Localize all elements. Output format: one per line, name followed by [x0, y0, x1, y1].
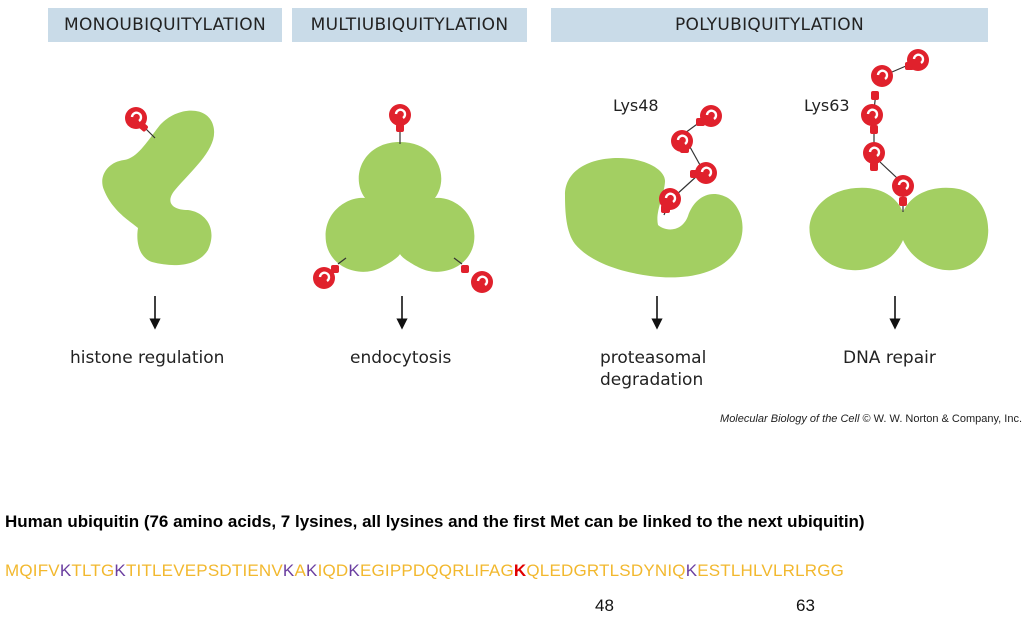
ubiquitylation-diagram: [102, 47, 989, 330]
seq-segment: A: [294, 561, 307, 580]
caption-proteasomal: proteasomal degradation: [600, 347, 706, 391]
ubiquitin-sequence: MQIFVKTLTGKTITLEVEPSDTIENVKAKIQDKEGIPPDQ…: [5, 561, 844, 581]
protein-lys63: [809, 187, 989, 271]
seq-lysine-33: K: [348, 561, 360, 580]
header-monoubiquitylation: MONOUBIQUITYLATION: [48, 8, 282, 42]
credit-book-title: Molecular Biology of the Cell: [720, 413, 860, 425]
seq-segment: QLEDGRTLSDYNIQ: [526, 561, 686, 580]
protein-mono: [102, 110, 215, 266]
seq-lysine-11: K: [114, 561, 126, 580]
label-lys63: Lys63: [804, 96, 850, 115]
seq-segment: TLTG: [71, 561, 115, 580]
protein-lys48: [565, 158, 743, 278]
seq-segment: MQIFV: [5, 561, 60, 580]
seq-lysine-48: K: [513, 561, 527, 580]
arrows: [149, 296, 901, 330]
credit-line: Molecular Biology of the Cell © W. W. No…: [600, 413, 1022, 425]
ubiquitin-mono: [123, 105, 156, 139]
label-lys48: Lys48: [613, 96, 659, 115]
ubiquitin-multi-left: [311, 257, 347, 291]
caption-proteasomal-line2: degradation: [600, 370, 704, 390]
ubiquitin-chain-lys48: [657, 103, 724, 216]
seq-lysine-6: K: [59, 561, 72, 580]
caption-proteasomal-line1: proteasomal: [600, 348, 707, 368]
ubiquitin-multi-top: [387, 102, 413, 144]
seq-lysine-29: K: [306, 561, 318, 580]
caption-dna-repair: DNA repair: [843, 348, 936, 368]
ubiquitin-multi-right: [453, 257, 495, 295]
seq-segment: ESTLHLVLRLRGG: [697, 561, 845, 580]
position-63-label: 63: [796, 596, 815, 615]
sequence-title: Human ubiquitin (76 amino acids, 7 lysin…: [5, 512, 865, 531]
header-multiubiquitylation: MULTIUBIQUITYLATION: [292, 8, 527, 42]
ubiquitin-chain-lys63: [859, 47, 931, 212]
protein-multi: [325, 142, 475, 272]
caption-endocytosis: endocytosis: [350, 348, 452, 368]
credit-publisher: © W. W. Norton & Company, Inc.: [859, 413, 1022, 425]
seq-lysine-63: K: [685, 561, 698, 580]
seq-segment: EGIPPDQQRLIFAG: [359, 561, 514, 580]
position-48-label: 48: [595, 596, 614, 615]
header-polyubiquitylation: POLYUBIQUITYLATION: [551, 8, 988, 42]
seq-lysine-27: K: [282, 561, 295, 580]
seq-segment: TITLEVEPSDTIENV: [125, 561, 283, 580]
seq-segment: IQD: [317, 561, 349, 580]
caption-histone-regulation: histone regulation: [70, 348, 225, 368]
